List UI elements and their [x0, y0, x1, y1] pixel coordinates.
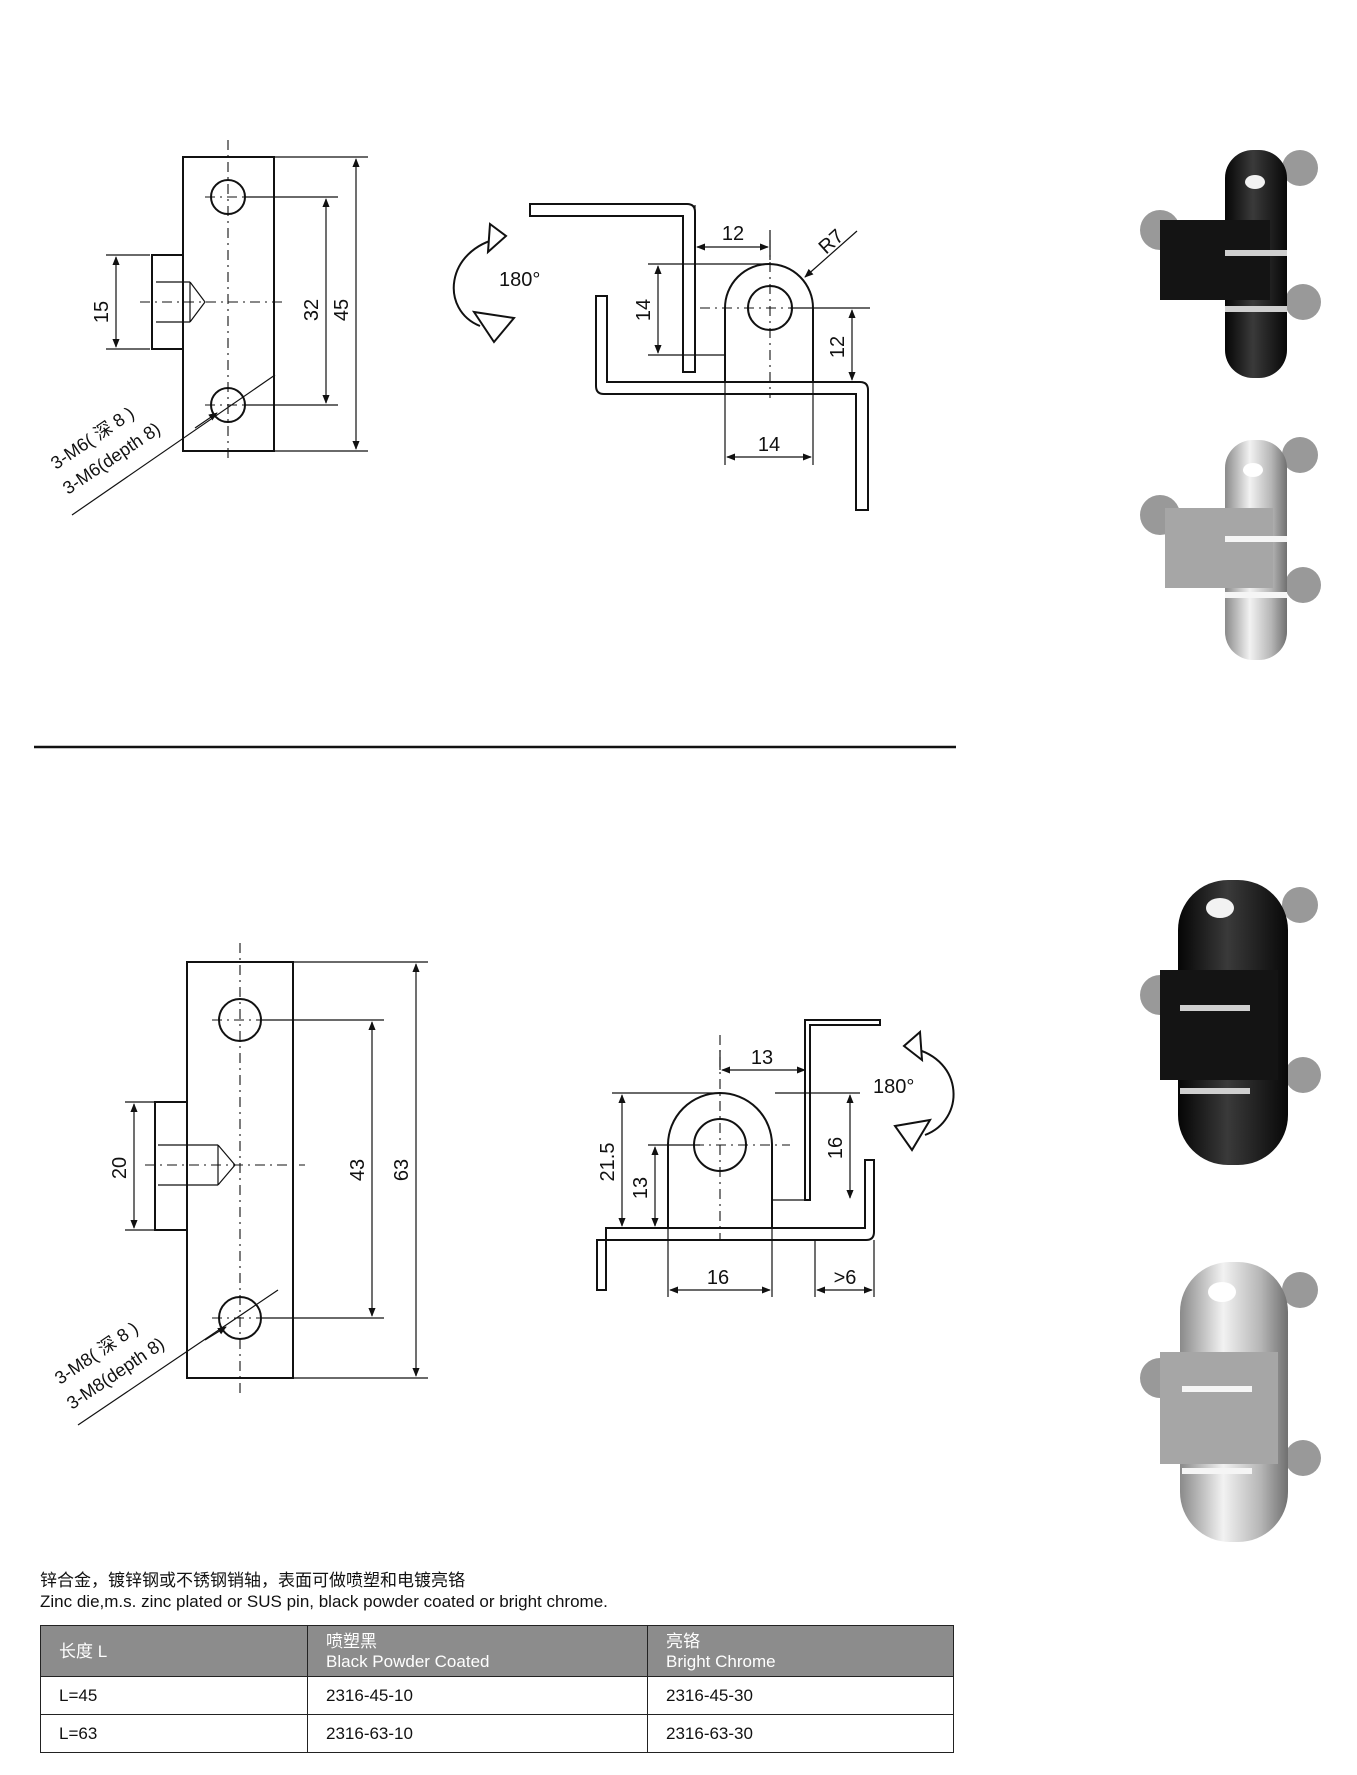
rotation-label-top: 180° — [499, 269, 540, 291]
rotation-label-bottom: 180° — [873, 1076, 914, 1098]
dim-16-right: 16 — [825, 1137, 847, 1159]
table-row: L=45 2316-45-10 2316-45-30 — [40, 1676, 954, 1715]
dim-15: 15 — [91, 301, 113, 323]
dim-20: 20 — [109, 1157, 131, 1179]
hinge-black-large-icon — [1140, 880, 1321, 1165]
description-cn: 锌合金，镀锌钢或不锈钢销轴，表面可做喷塑和电镀亮铬 — [40, 1571, 465, 1590]
dim-21-5: 21.5 — [597, 1143, 619, 1182]
dim-13-top: 13 — [751, 1047, 773, 1069]
cell-length: L=45 — [40, 1676, 308, 1715]
hinge-chrome-icon — [1140, 437, 1321, 660]
dim-32: 32 — [301, 299, 323, 321]
header-length: 长度 L — [40, 1625, 308, 1677]
top-side-view — [452, 203, 870, 511]
cell-length: L=63 — [40, 1714, 308, 1753]
dim-45: 45 — [331, 299, 353, 321]
top-front-view — [71, 140, 368, 516]
bottom-side-view — [596, 1019, 955, 1297]
cell-black-part: 2316-45-10 — [307, 1676, 648, 1715]
dim-16-bottom: 16 — [707, 1267, 729, 1289]
hinge-chrome-large-icon — [1140, 1262, 1321, 1542]
cell-chrome-part: 2316-63-30 — [647, 1714, 954, 1753]
dim-43: 43 — [347, 1159, 369, 1181]
description-en: Zinc die,m.s. zinc plated or SUS pin, bl… — [40, 1592, 608, 1611]
dim-12-top: 12 — [722, 223, 744, 245]
cell-chrome-part: 2316-45-30 — [647, 1676, 954, 1715]
bottom-front-view — [77, 943, 428, 1426]
table-header-row: 长度 L 喷塑黑 Black Powder Coated 亮铬 Bright C… — [40, 1625, 954, 1677]
cell-black-part: 2316-63-10 — [307, 1714, 648, 1753]
dim-14-left: 14 — [633, 299, 655, 321]
dim-63: 63 — [391, 1159, 413, 1181]
header-chrome: 亮铬 Bright Chrome — [647, 1625, 954, 1677]
dim-12-right: 12 — [827, 336, 849, 358]
part-number-table: 长度 L 喷塑黑 Black Powder Coated 亮铬 Bright C… — [40, 1625, 954, 1753]
table-row: L=63 2316-63-10 2316-63-30 — [40, 1714, 954, 1753]
header-black: 喷塑黑 Black Powder Coated — [307, 1625, 648, 1677]
dim-13-left: 13 — [630, 1177, 652, 1199]
hinge-black-icon — [1140, 150, 1321, 378]
dim-gt6: >6 — [834, 1267, 857, 1289]
dim-r7: R7 — [815, 225, 849, 258]
dim-14-bottom: 14 — [758, 434, 780, 456]
